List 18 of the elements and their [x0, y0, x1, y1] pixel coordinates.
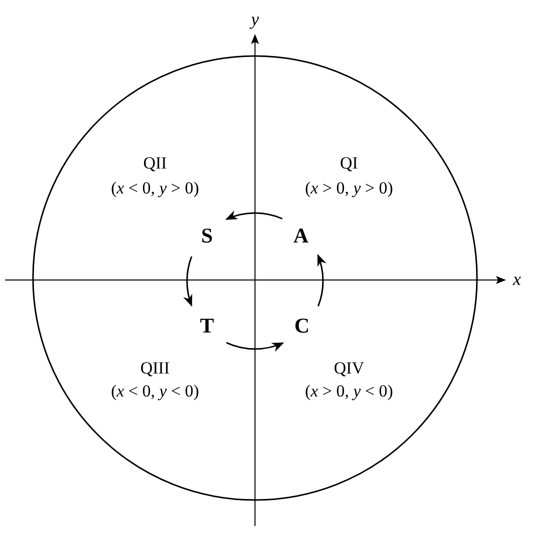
- curved-arrow: [184, 256, 193, 307]
- quadrant-name: QII: [143, 154, 167, 172]
- quadrant-name: QIV: [334, 360, 364, 376]
- axis-label: x: [513, 270, 521, 288]
- quadrant-condition: (x > 0, y < 0): [304, 382, 394, 400]
- quadrant-condition: (x > 0, y > 0): [304, 180, 394, 196]
- quadrant-letter: A: [293, 226, 309, 246]
- quadrant-condition: (x < 0, y < 0): [110, 382, 200, 400]
- quadrant-letter: T: [200, 316, 214, 336]
- quadrant-name: QIII: [140, 360, 170, 376]
- quadrant-name: QI: [340, 154, 358, 172]
- curved-arrow: [225, 210, 283, 220]
- curved-arrow: [316, 254, 326, 306]
- quadrant-letter: S: [201, 226, 213, 246]
- quadrant-letter: C: [294, 316, 310, 336]
- axis-label: y: [251, 10, 259, 28]
- quadrant-condition: (x < 0, y > 0): [110, 180, 200, 196]
- curved-arrow: [226, 342, 284, 352]
